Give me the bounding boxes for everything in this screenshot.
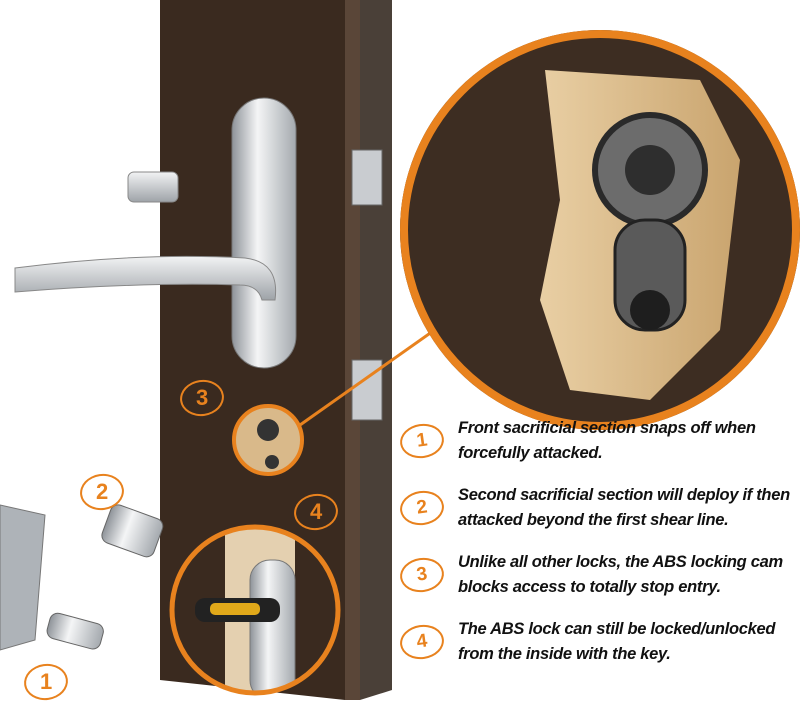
callout-number: 4 bbox=[397, 622, 447, 662]
callout-number: 3 bbox=[397, 555, 447, 595]
callout-text: The ABS lock can still be locked/unlocke… bbox=[458, 620, 776, 663]
callout-text: Unlike all other locks, the ABS locking … bbox=[458, 553, 783, 596]
callout-text: Front sacrificial section snaps off when… bbox=[458, 419, 756, 462]
callout-item: 3 Unlike all other locks, the ABS lockin… bbox=[397, 550, 805, 600]
door-handle bbox=[14, 97, 297, 369]
callout-item: 4 The ABS lock can still be locked/unloc… bbox=[397, 617, 805, 667]
callout-item: 1 Front sacrificial section snaps off wh… bbox=[397, 416, 805, 466]
callout-legend: 1 Front sacrificial section snaps off wh… bbox=[397, 416, 805, 684]
callout-text: Second sacrificial section will deploy i… bbox=[458, 486, 790, 529]
snapped-cylinder-parts bbox=[0, 504, 164, 651]
key-detail-circle bbox=[169, 524, 341, 696]
magnified-locking-cam bbox=[400, 30, 800, 430]
callout-number: 1 bbox=[397, 421, 447, 461]
callout-item: 2 Second sacrificial section will deploy… bbox=[397, 483, 805, 533]
callout-number: 2 bbox=[397, 488, 447, 528]
